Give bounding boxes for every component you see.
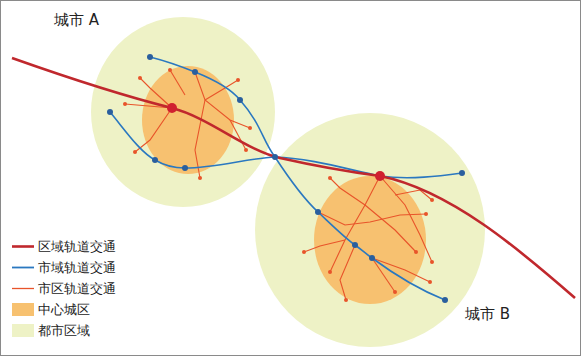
regional-rail-line — [12, 58, 575, 298]
legend-item: 都市区域 — [12, 320, 116, 341]
legend: 区域轨道交通市域轨道交通市区轨道交通中心城区都市区域 — [12, 236, 116, 341]
suburban-rail-lines — [110, 57, 462, 300]
legend-text: 市域轨道交通 — [38, 260, 116, 276]
legend-text: 中心城区 — [38, 302, 90, 318]
legend-line-sample — [12, 261, 34, 274]
legend-text: 市区轨道交通 — [38, 281, 116, 297]
center-area-b — [314, 176, 426, 304]
regional-stations — [167, 103, 385, 181]
urban-stations — [123, 68, 434, 302]
legend-swatch — [12, 324, 34, 337]
legend-line-sample — [12, 240, 34, 253]
legend-item: 市域轨道交通 — [12, 257, 116, 278]
legend-text: 都市区域 — [38, 323, 90, 339]
urban-rail-lines — [125, 70, 432, 300]
legend-item: 市区轨道交通 — [12, 278, 116, 299]
center-area-a — [142, 66, 234, 174]
legend-text: 区域轨道交通 — [38, 239, 116, 255]
city-label: 城市 A — [52, 10, 102, 30]
suburban-stations — [107, 54, 465, 303]
legend-item: 中心城区 — [12, 299, 116, 320]
legend-swatch — [12, 303, 34, 316]
legend-item: 区域轨道交通 — [12, 236, 116, 257]
metro-area-b — [255, 113, 485, 347]
city-name: 城市 A — [54, 11, 100, 29]
legend-line-sample — [12, 282, 34, 295]
city-name: 城市 B — [465, 305, 511, 323]
city-label: 城市 B — [463, 304, 513, 324]
